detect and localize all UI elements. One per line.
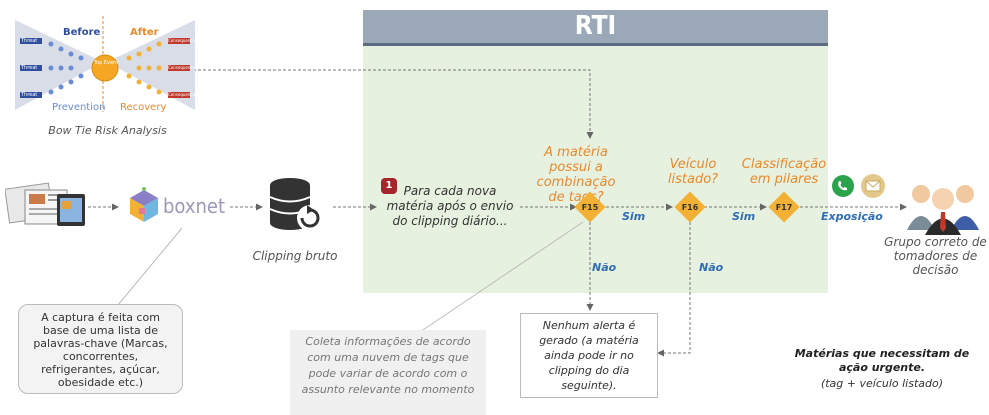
question-tag-combination: A matéria possui a combinação de tags?: [536, 145, 616, 205]
bowtie-threat-label: Threat: [21, 38, 38, 44]
decision-group-label: Grupo correto de tomadores de decisão: [884, 235, 987, 277]
question-pillar-classification: Classificação em pilares: [741, 157, 827, 187]
edge-label-yes: Sim: [732, 210, 756, 223]
newspapers-icon: [5, 182, 85, 226]
step-description: Para cada nova matéria após o envio do c…: [386, 184, 514, 228]
bowtie-threat-label: Threat: [21, 65, 38, 71]
rti-panel: [363, 10, 828, 293]
tags-note: Coleta informações de acordo com uma nuv…: [290, 330, 486, 415]
edge-label-yes: Sim: [622, 210, 646, 223]
decision-label-f16: F16: [681, 203, 699, 212]
whatsapp-icon: [832, 175, 854, 197]
bowtie-recovery-label: Recovery: [120, 102, 167, 113]
bowtie-caption: Bow Tie Risk Analysis: [48, 124, 167, 137]
urgent-note-title: Matérias que necessitam de ação urgente.: [794, 347, 970, 374]
bowtie-consequence-label: Consequence: [168, 92, 196, 97]
urgent-note-subtitle: (tag + veículo listado): [820, 377, 944, 390]
edge-label-exposure: Exposição: [821, 210, 883, 223]
bowtie-consequence-label: Consequence: [168, 38, 196, 43]
email-icon: [861, 174, 885, 198]
step-badge: 1: [381, 178, 397, 194]
tags-callout-line: [419, 221, 584, 333]
bowtie-threat-label: Threat: [21, 92, 38, 98]
bowtie-event-label: Top Event: [93, 60, 119, 66]
bowtie-prevention-label: Prevention: [52, 102, 106, 113]
bowtie-consequence-label: Consequence: [168, 65, 196, 70]
database-refresh-icon: [269, 178, 323, 231]
bowtie-to-question-connector: [193, 69, 594, 139]
bowtie-diagram: [15, 16, 195, 112]
no-alert-note: Nenhum alerta é gerado (a matéria ainda …: [520, 313, 658, 398]
decision-makers-icon: [907, 185, 979, 235]
edge-label-no: Não: [592, 261, 617, 274]
decision-label-f15: F15: [581, 203, 599, 212]
capture-callout-line: [117, 227, 183, 306]
f16-no-connector: [657, 222, 691, 357]
capture-note: A captura é feita com base de uma lista …: [18, 304, 183, 394]
bowtie-after-label: After: [130, 27, 159, 38]
bowtie-before-label: Before: [63, 27, 101, 38]
question-listed-vehicle: Veículo listado?: [667, 157, 719, 187]
boxnet-label: boxnet: [163, 194, 225, 218]
rti-title: RTI: [363, 10, 828, 46]
decision-label-f17: F17: [775, 203, 793, 212]
boxnet-logo-icon: [130, 187, 158, 222]
clipping-label: Clipping bruto: [252, 249, 338, 263]
edge-label-no: Não: [699, 261, 724, 274]
